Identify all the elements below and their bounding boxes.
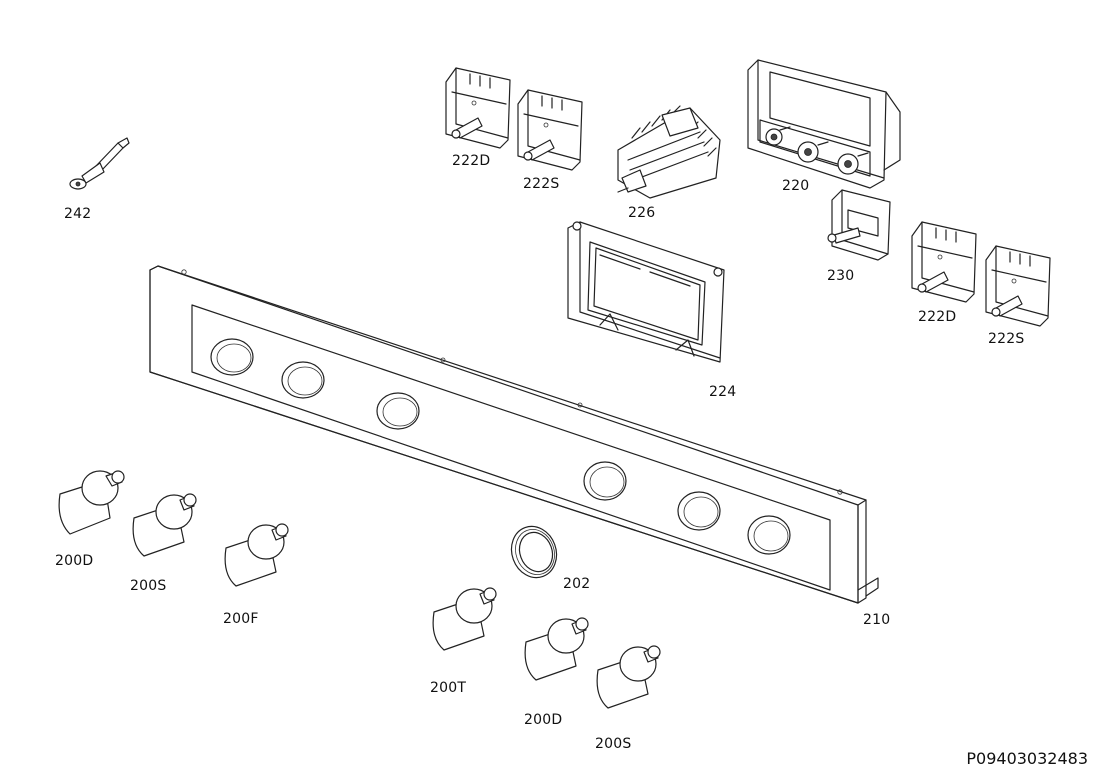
label-222D-right: 222D bbox=[918, 309, 957, 325]
knob-200S-left bbox=[132, 493, 197, 557]
part-226-selector-switch bbox=[617, 105, 721, 199]
part-222D-thermostat-right bbox=[911, 221, 977, 303]
label-200S-left: 200S bbox=[130, 578, 167, 594]
knob-200T bbox=[432, 587, 497, 651]
part-222S-thermostat-right bbox=[985, 245, 1051, 327]
label-220: 220 bbox=[782, 178, 810, 194]
knob-200F bbox=[224, 523, 289, 587]
label-202: 202 bbox=[563, 576, 591, 592]
label-222S-top: 222S bbox=[523, 176, 560, 192]
part-210-control-panel bbox=[149, 265, 879, 604]
part-220-programmer bbox=[747, 59, 901, 189]
part-224-frame bbox=[567, 221, 725, 363]
knob-200D-left bbox=[58, 470, 125, 535]
part-222S-thermostat-top bbox=[517, 89, 583, 171]
document-number: P09403032483 bbox=[966, 749, 1088, 768]
label-242: 242 bbox=[64, 206, 92, 222]
label-200D-left: 200D bbox=[55, 553, 94, 569]
label-226: 226 bbox=[628, 205, 656, 221]
part-230-switch bbox=[827, 189, 891, 261]
label-200S-bottom: 200S bbox=[595, 736, 632, 752]
label-224: 224 bbox=[709, 384, 737, 400]
label-200D-bottom: 200D bbox=[524, 712, 563, 728]
label-210: 210 bbox=[863, 612, 891, 628]
part-222D-thermostat-top bbox=[445, 67, 511, 149]
label-222D-top: 222D bbox=[452, 153, 491, 169]
label-222S-right: 222S bbox=[988, 331, 1025, 347]
knob-200D-bottom bbox=[524, 617, 589, 681]
knob-200S-bottom bbox=[596, 645, 661, 709]
label-200T: 200T bbox=[430, 680, 467, 696]
part-202-ring bbox=[510, 525, 558, 579]
part-242-sensor bbox=[69, 137, 130, 190]
label-230: 230 bbox=[827, 268, 855, 284]
label-200F: 200F bbox=[223, 611, 259, 627]
